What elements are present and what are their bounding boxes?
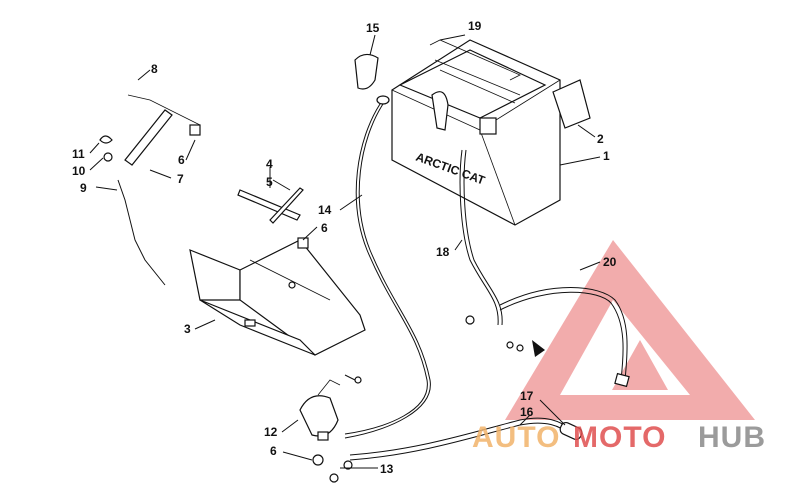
- nut-6-mid: [297, 237, 309, 249]
- callout-5: 5: [266, 175, 273, 189]
- callout-16: 16: [520, 405, 534, 419]
- callout-4: 4: [266, 157, 273, 171]
- cable-20: [499, 287, 628, 381]
- battery-bracket: [189, 239, 366, 356]
- callout-7: 7: [177, 172, 184, 186]
- washer-13a: [329, 473, 339, 483]
- callout-6-top: 6: [178, 153, 185, 167]
- bolt-8: [127, 94, 201, 126]
- nut-6-bottom: [312, 454, 324, 466]
- cable-18: [459, 149, 499, 326]
- watermark-hub: HUB: [698, 421, 766, 454]
- callout-2: 2: [597, 132, 604, 146]
- watermark-logo: [505, 240, 755, 420]
- callout-14: 14: [318, 203, 332, 217]
- callout-1: 1: [603, 149, 610, 163]
- callout-6-bottom: 6: [270, 444, 277, 458]
- watermark-text: AUTO MOTO HUB: [472, 421, 766, 454]
- callout-3: 3: [184, 322, 191, 336]
- callout-15: 15: [366, 21, 380, 35]
- wing-nut: [99, 135, 113, 144]
- washer-top: [465, 315, 475, 325]
- battery-label-sticker: [552, 79, 591, 129]
- watermark-moto: MOTO: [573, 421, 666, 454]
- battery-terminal-cap: [431, 91, 449, 131]
- callout-17: 17: [520, 389, 534, 403]
- bolt-4: [237, 189, 301, 221]
- terminal-cover: [354, 53, 379, 90]
- callout-8: 8: [151, 62, 158, 76]
- boot-17: [559, 421, 583, 441]
- cable-14: [344, 103, 431, 439]
- callout-20: 20: [603, 255, 617, 269]
- hold-down-rod: [117, 179, 166, 286]
- callout-19: 19: [468, 19, 482, 33]
- battery: ARCTIC CAT: [391, 39, 561, 226]
- callout-6-mid: 6: [321, 221, 328, 235]
- callout-12: 12: [264, 425, 278, 439]
- callout-9: 9: [80, 181, 87, 195]
- cable-ring-terminal: [376, 95, 390, 105]
- bolt-small: [354, 376, 362, 384]
- cable-16: [349, 417, 576, 456]
- nut-6-top: [189, 124, 201, 136]
- callout-13: 13: [380, 462, 394, 476]
- callout-10: 10: [72, 164, 86, 178]
- battery-terminal: [479, 117, 497, 135]
- callout-18: 18: [436, 245, 450, 259]
- watermark-triangle: [505, 240, 755, 420]
- watermark-auto: AUTO: [472, 421, 560, 454]
- washer-10: [103, 152, 113, 162]
- washer-13b: [343, 460, 353, 470]
- hold-down-strap: [124, 109, 173, 166]
- arrow-marker-right: [532, 340, 545, 357]
- bolt-5: [269, 187, 304, 224]
- starter-solenoid: [299, 379, 341, 441]
- callout-11: 11: [72, 147, 85, 161]
